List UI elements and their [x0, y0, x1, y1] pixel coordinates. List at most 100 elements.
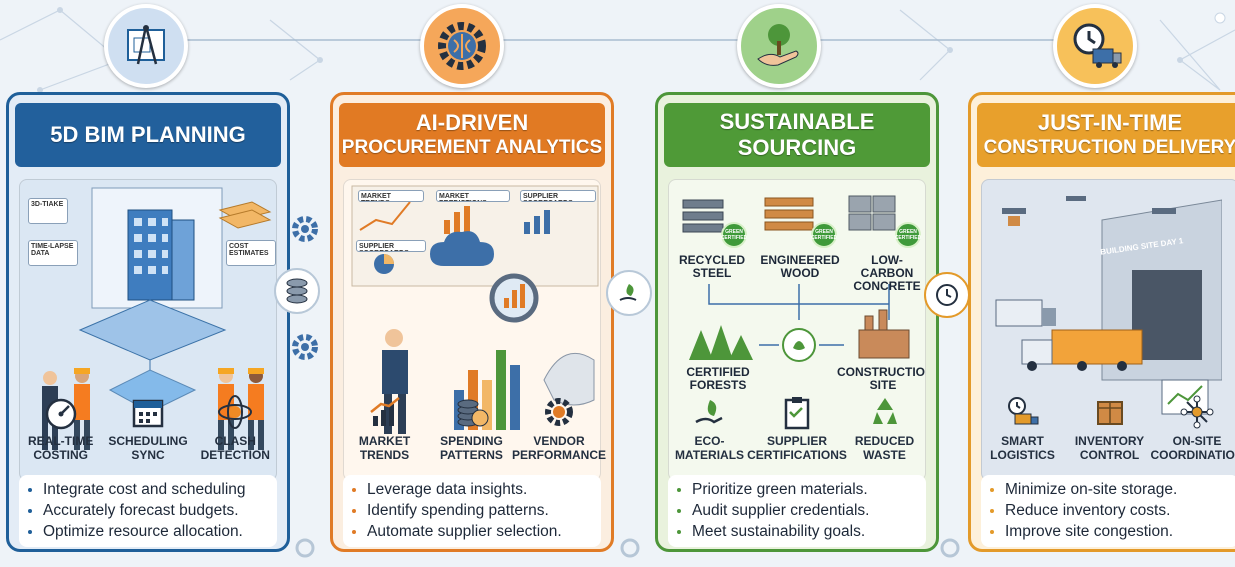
panel-header: JUST-IN-TIME CONSTRUCTION DELIVERY — [977, 103, 1235, 167]
panel-ai-procurement: AI-DRIVEN PROCUREMENT ANALYTICS — [330, 92, 614, 552]
bullet-item: Leverage data insights. — [367, 479, 593, 500]
feature-label: MARKET TRENDS — [358, 434, 411, 462]
bullet-list: Integrate cost and scheduling Accurately… — [19, 475, 277, 547]
sustain-scene-illustration: GREEN CERTIFIED GREEN CERTIFIED GREEN CE… — [668, 179, 926, 481]
bar-chart-icon — [366, 393, 404, 431]
clock-truck-icon — [1004, 393, 1042, 431]
feature-on-site-coordination: ON-SITE COORDINATION — [1150, 393, 1235, 462]
calendar-icon — [129, 393, 167, 431]
feature-scheduling-sync: SCHEDULING SYNC — [104, 393, 191, 462]
feature-icons: SMART LOGISTICS INVENTORY CONTROL ON-SIT… — [979, 393, 1235, 475]
label-recycled-steel: RECYCLED STEEL — [678, 253, 745, 280]
bullet-item: Minimize on-site storage. — [1005, 479, 1231, 500]
feature-label: REAL-TIME COSTING — [28, 434, 94, 462]
clock-truck-icon — [1053, 4, 1137, 88]
feature-label: REDUCED WASTE — [854, 434, 915, 462]
feature-label: SUPPLIER CERTIFICATIONS — [747, 434, 847, 462]
sustain-illustration — [682, 195, 910, 362]
bullet-item: Audit supplier credentials. — [692, 500, 918, 521]
bullet-item: Improve site congestion. — [1005, 521, 1231, 542]
feature-label: SMART LOGISTICS — [990, 434, 1055, 462]
feature-clash-detection: CLASH DETECTION — [192, 393, 279, 462]
feature-market-trends: MARKET TRENDS — [341, 393, 428, 462]
coins-icon — [453, 393, 491, 431]
feature-spending-patterns: SPENDING PATTERNS — [428, 393, 515, 462]
bullet-item: Optimize resource allocation. — [43, 521, 269, 542]
ai-illustration — [351, 185, 599, 434]
feature-icons: ECO- MATERIALS SUPPLIER CERTIFICATIONS R… — [666, 393, 928, 475]
green-certified-badge: GREEN CERTIFIED — [895, 222, 921, 248]
panel-title-line1: JUST-IN-TIME — [1037, 110, 1183, 135]
panel-title: 5D BIM PLANNING — [50, 122, 246, 147]
feature-label: ECO- MATERIALS — [674, 434, 745, 462]
database-connector-icon — [274, 268, 320, 314]
gear-icon — [540, 393, 578, 431]
panel-title-line2: CONSTRUCTION DELIVERY — [983, 137, 1235, 158]
brain-gear-icon — [420, 4, 504, 88]
tag-cost-estimates: COST ESTIMATES — [226, 240, 276, 266]
gear-connector-icon — [288, 330, 322, 369]
bim-scene-illustration: 3D-TIAKE TIME-LAPSE DATA COST ESTIMATES — [19, 179, 277, 481]
feature-icons: MARKET TRENDS SPENDING PATTERNS VENDOR P… — [341, 393, 607, 475]
label-engineered-wood: ENGINEERED WOOD — [760, 253, 840, 280]
feature-supplier-certifications: SUPPLIER CERTIFICATIONS — [747, 393, 847, 462]
panel-header: SUSTAINABLE SOURCING — [664, 103, 930, 167]
clock-connector-icon — [924, 272, 970, 318]
bullet-item: Identify spending patterns. — [367, 500, 593, 521]
panel-sustainable-sourcing: SUSTAINABLE SOURCING GREEN CERTIFIED GRE… — [655, 92, 939, 552]
recycle-icon — [866, 393, 904, 431]
bim-illustration — [42, 187, 272, 450]
card-supplier-scorecards: SUPPLIER SCORECARDS — [520, 190, 596, 202]
bullet-item: Accurately forecast budgets. — [43, 500, 269, 521]
clipboard-icon — [778, 393, 816, 431]
panel-title-line2: PROCUREMENT ANALYTICS — [341, 137, 603, 158]
ai-scene-illustration: MARKET TRENDS MARKET PREDICTIONS SUPPLIE… — [343, 179, 601, 481]
feature-inventory-control: INVENTORY CONTROL — [1066, 393, 1153, 462]
feature-reduced-waste: REDUCED WASTE — [841, 393, 928, 462]
jit-scene-illustration: BUILDING SITE DAY 1 — [981, 179, 1235, 481]
feature-label: VENDOR PERFORMANCE — [512, 434, 607, 462]
bullet-item: Reduce inventory costs. — [1005, 500, 1231, 521]
panel-just-in-time: JUST-IN-TIME CONSTRUCTION DELIVERY BUILD… — [968, 92, 1235, 552]
green-certified-badge: GREEN CERTIFIED — [721, 222, 747, 248]
feature-vendor-performance: VENDOR PERFORMANCE — [512, 393, 607, 462]
bullet-item: Integrate cost and scheduling — [43, 479, 269, 500]
card-supplier-scorecards-2: SUPPLIER SCORECARDS — [356, 240, 426, 252]
tree-hand-icon — [737, 4, 821, 88]
tag-timelapse: TIME-LAPSE DATA — [28, 240, 78, 266]
label-certified-forests: CERTIFIED FORESTS — [686, 365, 750, 392]
feature-eco-materials: ECO- MATERIALS — [666, 393, 753, 462]
bullet-list: Leverage data insights. Identify spendin… — [343, 475, 601, 547]
tag-3d: 3D-TIAKE — [28, 198, 68, 224]
plant-connector-icon — [606, 270, 652, 316]
panel-title-line1: AI-DRIVEN — [415, 110, 529, 135]
panel-title-line1: SUSTAINABLE — [719, 109, 875, 134]
feature-label: INVENTORY CONTROL — [1074, 434, 1145, 462]
bullet-item: Prioritize green materials. — [692, 479, 918, 500]
panel-header: 5D BIM PLANNING — [15, 103, 281, 167]
green-certified-badge: GREEN CERTIFIED — [811, 222, 837, 248]
feature-smart-logistics: SMART LOGISTICS — [979, 393, 1066, 462]
label-construction-site: CONSTRUCTION SITE — [837, 365, 926, 392]
bullet-list: Prioritize green materials. Audit suppli… — [668, 475, 926, 547]
bullet-list: Minimize on-site storage. Reduce invento… — [981, 475, 1235, 547]
card-market-predictions: MARKET PREDICTIONS — [436, 190, 510, 202]
panel-5d-bim: 5D BIM PLANNING — [6, 92, 290, 552]
panel-header: AI-DRIVEN PROCUREMENT ANALYTICS — [339, 103, 605, 167]
blueprint-compass-icon — [104, 4, 188, 88]
feature-label: ON-SITE COORDINATION — [1150, 434, 1235, 462]
feature-icons: REAL-TIME COSTING SCHEDULING SYNC CLASH … — [17, 393, 279, 475]
bullet-item: Automate supplier selection. — [367, 521, 593, 542]
network-icon — [1178, 393, 1216, 431]
panel-title-line2: SOURCING — [737, 135, 857, 160]
speedometer-icon — [42, 393, 80, 431]
label-low-carbon-concrete: LOW-CARBON CONCRETE — [853, 253, 921, 293]
leaf-hand-icon — [691, 393, 729, 431]
bullet-item: Meet sustainability goals. — [692, 521, 918, 542]
feature-label: SPENDING PATTERNS — [440, 434, 503, 462]
boxes-icon — [1091, 393, 1129, 431]
feature-label: CLASH DETECTION — [200, 434, 270, 462]
card-market-trends: MARKET TRENDS — [358, 190, 424, 202]
clash-icon — [216, 393, 254, 431]
feature-label: SCHEDULING SYNC — [108, 434, 188, 462]
